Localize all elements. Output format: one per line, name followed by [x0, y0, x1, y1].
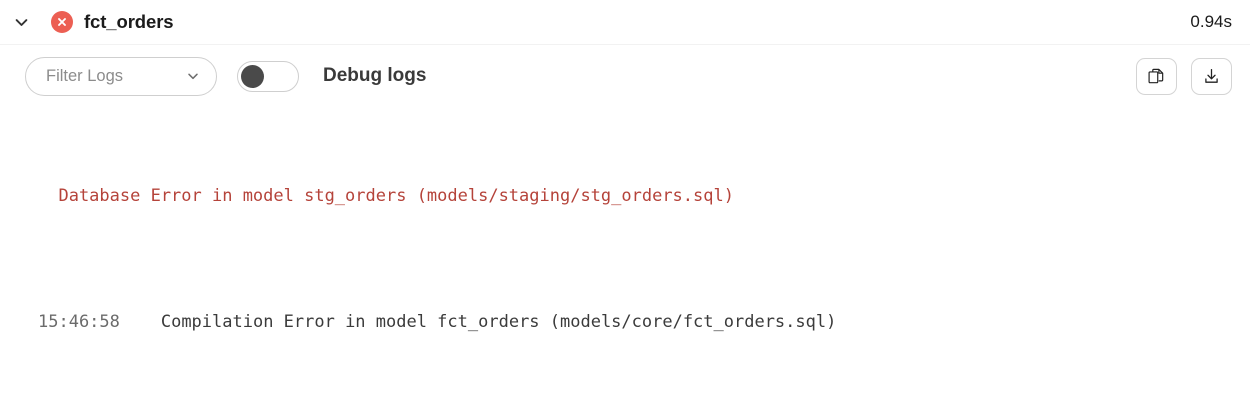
download-logs-button[interactable] — [1191, 57, 1232, 95]
error-circle-x-icon — [51, 11, 73, 33]
filter-logs-placeholder: Filter Logs — [46, 66, 124, 85]
panel-header: fct_orders 0.94s — [0, 0, 1250, 45]
chevron-down-icon[interactable] — [6, 7, 36, 37]
toggle-knob — [241, 64, 264, 88]
copy-logs-button[interactable] — [1136, 57, 1177, 95]
log-line-clipped-top: Database Error in model stg_orders (mode… — [38, 185, 734, 206]
chevron-down-icon — [164, 69, 200, 83]
debug-logs-label: Debug logs — [323, 65, 427, 86]
log-scroll-content: Database Error in model stg_orders (mode… — [38, 107, 1250, 404]
log-timestamp: 15:46:58 — [38, 311, 120, 332]
log-toolbar: Filter Logs Debug logs — [0, 45, 1250, 107]
filter-logs-select[interactable]: Filter Logs — [25, 56, 217, 96]
log-gap — [120, 307, 161, 339]
run-duration: 0.94s — [1190, 12, 1232, 31]
log-entry: 15:46:58 Compilation Error in model fct_… — [38, 307, 1250, 339]
log-output-area[interactable]: Database Error in model stg_orders (mode… — [0, 107, 1250, 404]
debug-logs-toggle[interactable] — [237, 60, 299, 92]
page-title: fct_orders — [84, 11, 174, 32]
log-message: Compilation Error in model fct_orders (m… — [160, 311, 837, 332]
